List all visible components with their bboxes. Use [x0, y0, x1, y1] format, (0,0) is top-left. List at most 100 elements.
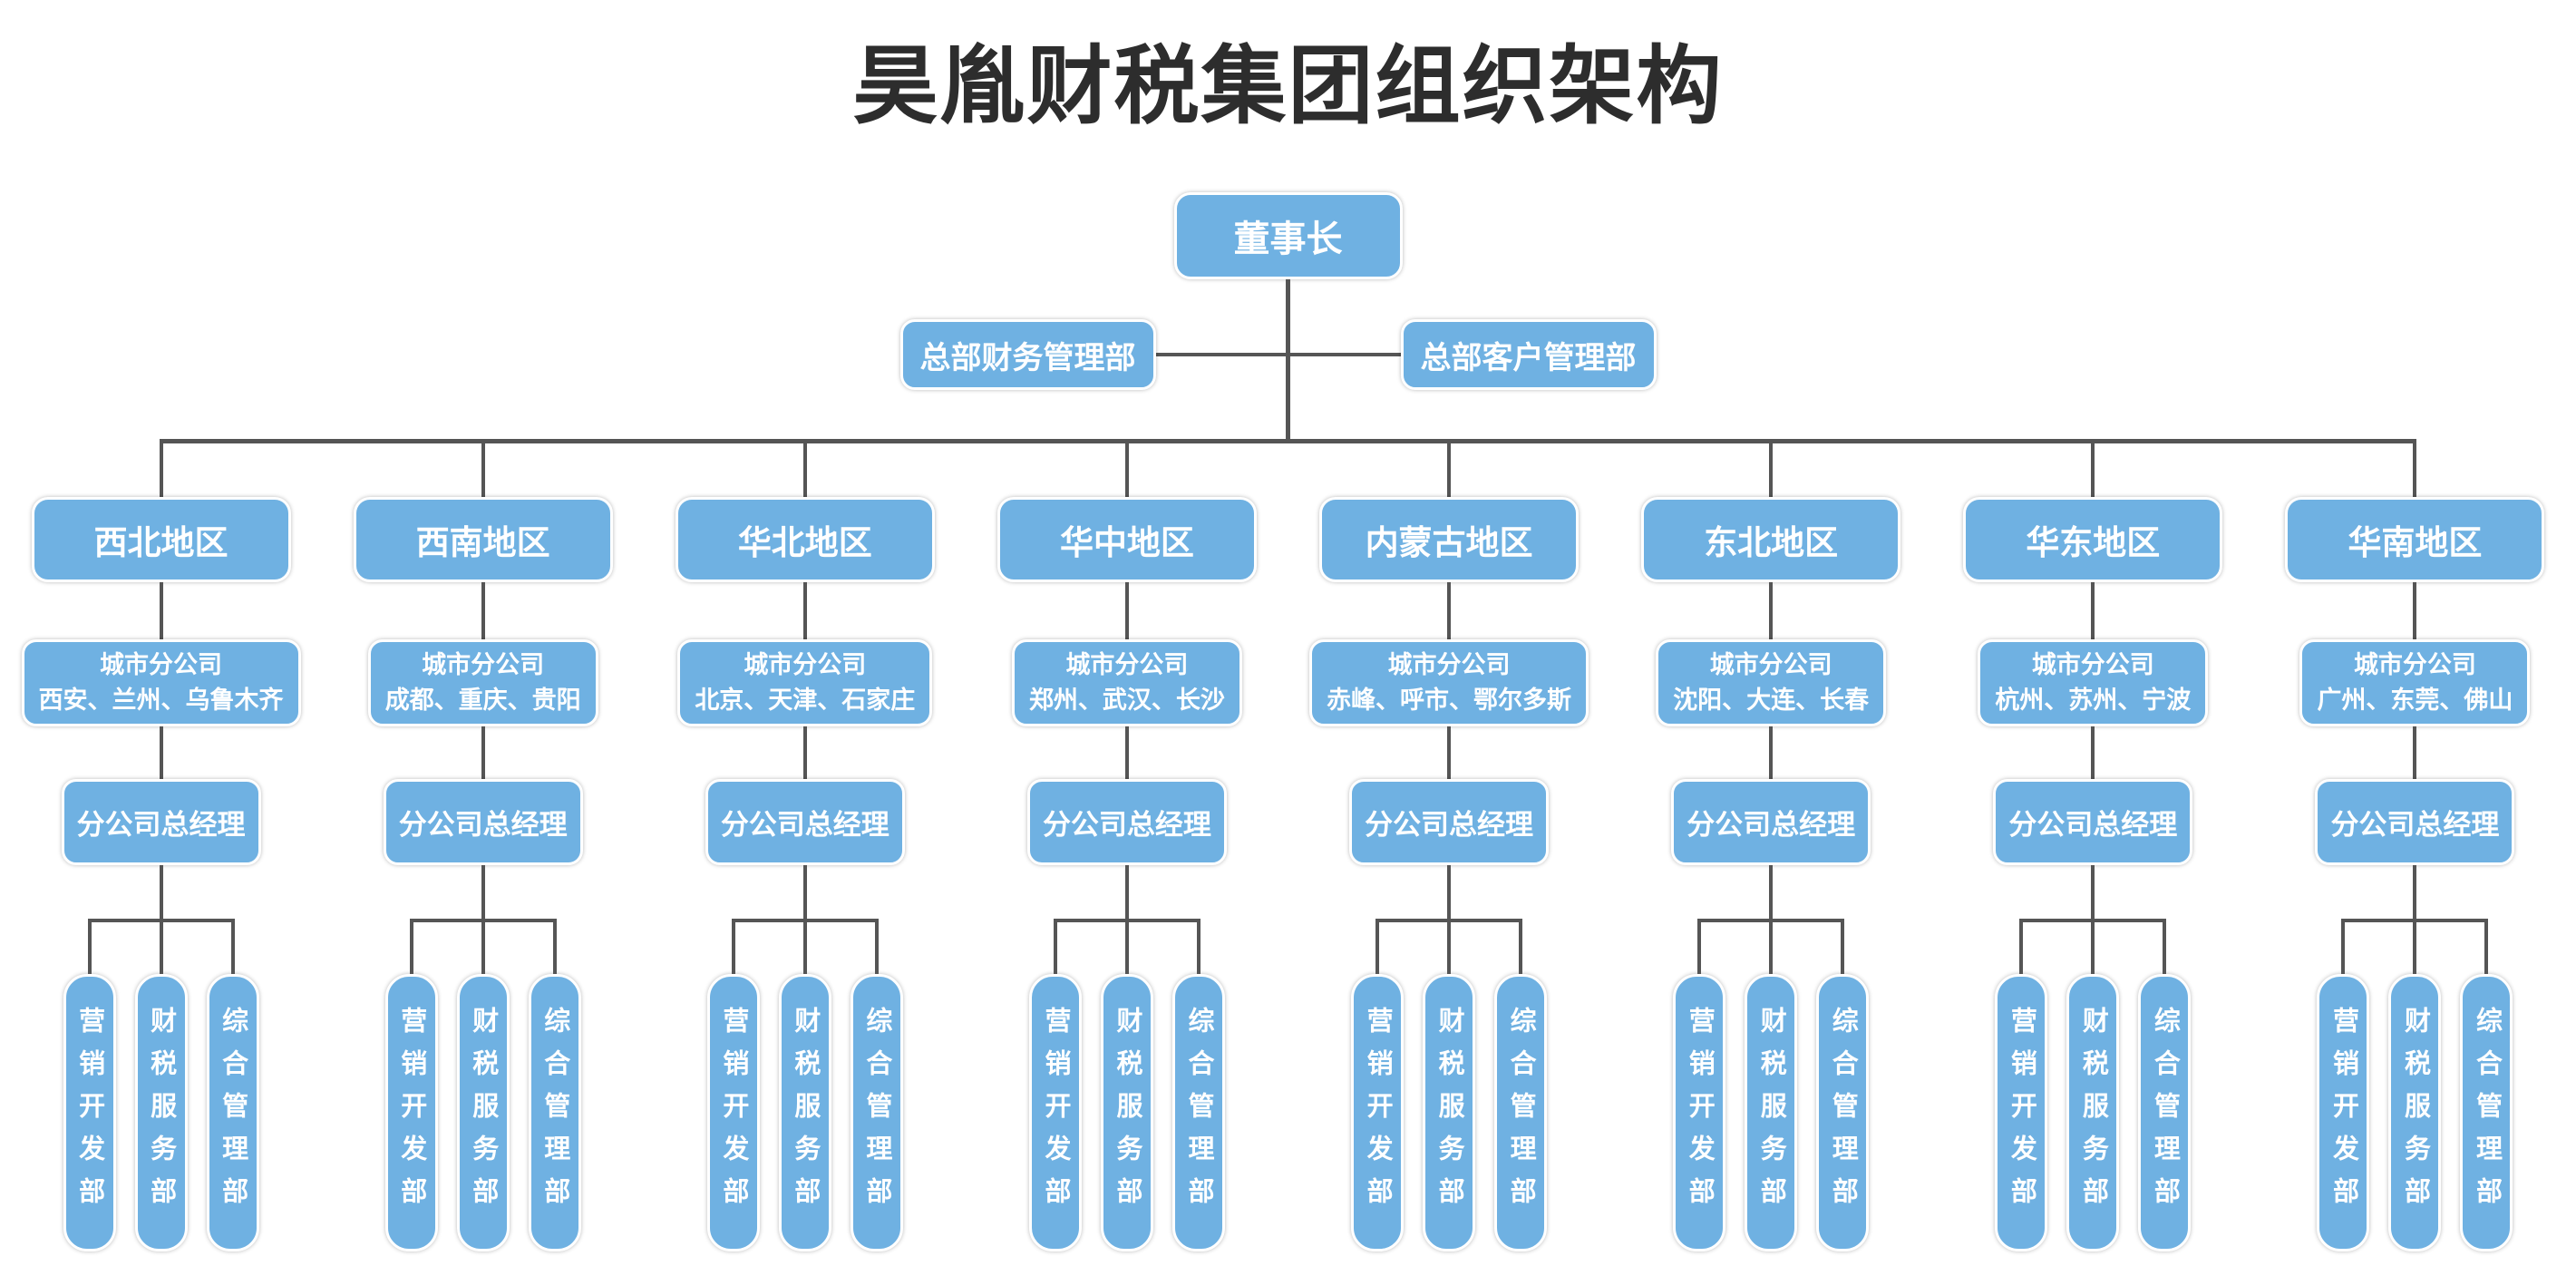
city-branch-cities: 西安、兰州、乌鲁木齐 [38, 687, 284, 714]
connector-line [1196, 919, 1201, 974]
dept-tax-service-box: 财税服务部 [1100, 974, 1153, 1251]
dept-tax-service-label: 财税服务部 [468, 1006, 498, 1220]
connector-line [802, 726, 807, 779]
dept-tax-service-label: 财税服务部 [790, 1006, 820, 1220]
general-manager-label: 分公司总经理 [2008, 809, 2178, 841]
departments-row: 营销开发部 财税服务部 综合管理部 [1995, 974, 2192, 1251]
dept-tax-service-label: 财税服务部 [146, 1006, 176, 1220]
connector-line [2091, 865, 2095, 920]
dept-admin-label: 综合管理部 [2150, 1006, 2180, 1220]
dept-marketing-box: 营销开发部 [63, 974, 116, 1251]
split-connector [1697, 865, 1845, 974]
general-manager-box: 分公司总经理 [1671, 779, 1871, 865]
dept-admin-box: 综合管理部 [1171, 974, 1225, 1251]
general-manager-box: 分公司总经理 [1993, 779, 2193, 865]
region-label: 西北地区 [93, 524, 228, 561]
city-branch-box: 城市分公司 成都、重庆、贵阳 [367, 639, 598, 726]
hq-customer-dept-box: 总部客户管理部 [1400, 319, 1657, 390]
connector-line [802, 865, 807, 920]
dept-tax-service-label: 财税服务部 [1756, 1006, 1786, 1220]
departments-row: 营销开发部 财税服务部 综合管理部 [384, 974, 581, 1251]
region-label: 华北地区 [737, 524, 872, 561]
general-manager-box: 分公司总经理 [1349, 779, 1550, 865]
region-label: 华东地区 [2026, 524, 2161, 561]
city-branch-title: 城市分公司 [2031, 651, 2154, 678]
connector-line [1124, 726, 1129, 779]
connector-line [802, 582, 807, 639]
dept-tax-service-box: 财税服务部 [2388, 974, 2442, 1251]
general-manager-label: 分公司总经理 [76, 809, 246, 841]
city-branch-title: 城市分公司 [100, 651, 223, 678]
city-branch-cities: 沈阳、大连、长春 [1673, 687, 1870, 714]
hq-finance-dept-box: 总部财务管理部 [899, 319, 1156, 390]
connector-line [1697, 919, 1702, 974]
connector-line [481, 582, 485, 639]
dept-tax-service-box: 财税服务部 [1745, 974, 1798, 1251]
dept-marketing-label: 营销开发部 [1685, 1006, 1715, 1220]
dept-tax-service-box: 财税服务部 [2066, 974, 2120, 1251]
connector-line [1447, 439, 1452, 497]
general-manager-label: 分公司总经理 [2330, 809, 2500, 841]
dept-marketing-box: 营销开发部 [706, 974, 760, 1251]
region-label: 内蒙古地区 [1365, 524, 1533, 561]
connector-line [2413, 919, 2417, 974]
region-column: 东北地区 城市分公司 沈阳、大连、长春 分公司总经理 营销开发部 财税服务部 [1610, 439, 1932, 1251]
region-label: 东北地区 [1704, 524, 1839, 561]
region-box: 西北地区 [31, 497, 291, 582]
dept-marketing-label: 营销开发部 [2007, 1006, 2036, 1220]
departments-row: 营销开发部 财税服务部 综合管理部 [706, 974, 903, 1251]
city-branch-cities: 成都、重庆、贵阳 [384, 687, 581, 714]
city-branch-cities: 广州、东莞、佛山 [2317, 687, 2513, 714]
general-manager-box: 分公司总经理 [383, 779, 583, 865]
dept-marketing-box: 营销开发部 [384, 974, 438, 1251]
region-column: 华南地区 城市分公司 广州、东莞、佛山 分公司总经理 营销开发部 财税服务部 [2254, 439, 2576, 1251]
dept-tax-service-box: 财税服务部 [456, 974, 510, 1251]
departments-row: 营销开发部 财税服务部 综合管理部 [2317, 974, 2513, 1251]
region-box: 华南地区 [2285, 497, 2545, 582]
connector-line [2413, 726, 2417, 779]
split-connector [1375, 865, 1523, 974]
dept-tax-service-label: 财税服务部 [1112, 1006, 1142, 1220]
dept-admin-label: 综合管理部 [1183, 1006, 1213, 1220]
connector-line [1124, 919, 1129, 974]
connector-line [1124, 439, 1129, 497]
general-manager-label: 分公司总经理 [1687, 809, 1856, 841]
connector-line [159, 919, 163, 974]
general-manager-box: 分公司总经理 [61, 779, 261, 865]
city-branch-title: 城市分公司 [1709, 651, 1832, 678]
general-manager-box: 分公司总经理 [705, 779, 905, 865]
split-connector [409, 865, 557, 974]
connector-line [1769, 919, 1774, 974]
connector-line [1447, 726, 1452, 779]
dept-marketing-box: 营销开发部 [1673, 974, 1726, 1251]
city-branch-cities: 杭州、苏州、宁波 [1995, 687, 2192, 714]
departments-row: 营销开发部 财税服务部 综合管理部 [63, 974, 259, 1251]
connector-line [2413, 439, 2417, 497]
region-column: 华东地区 城市分公司 杭州、苏州、宁波 分公司总经理 营销开发部 财税服务部 [1932, 439, 2254, 1251]
dept-admin-label: 综合管理部 [218, 1006, 248, 1220]
region-column: 华北地区 城市分公司 北京、天津、石家庄 分公司总经理 营销开发部 财税服务部 [644, 439, 966, 1251]
general-manager-box: 分公司总经理 [1026, 779, 1227, 865]
region-column: 内蒙古地区 城市分公司 赤峰、呼市、鄂尔多斯 分公司总经理 营销开发部 财税服务… [1288, 439, 1610, 1251]
dept-admin-label: 综合管理部 [1828, 1006, 1858, 1220]
connector-line [481, 865, 485, 920]
split-connector [2341, 865, 2489, 974]
regions-section: 西北地区 城市分公司 西安、兰州、乌鲁木齐 分公司总经理 营销开发部 财税服务部 [0, 439, 2576, 1251]
connector-line [1519, 919, 1523, 974]
dept-admin-box: 综合管理部 [206, 974, 259, 1251]
connector-line [159, 439, 163, 497]
connector-line [409, 919, 413, 974]
connector-line [2163, 919, 2167, 974]
split-connector [1053, 865, 1201, 974]
connector-line [1769, 439, 1774, 497]
hq-finance-dept-label: 总部财务管理部 [919, 340, 1136, 375]
connector-line [1375, 919, 1380, 974]
connector-line [230, 919, 235, 974]
city-branch-title: 城市分公司 [744, 651, 867, 678]
connector-line [1769, 582, 1774, 639]
top-section: 董事长 总部财务管理部 总部客户管理部 [0, 192, 2576, 439]
dept-admin-box: 综合管理部 [528, 974, 581, 1251]
dept-marketing-box: 营销开发部 [1995, 974, 2048, 1251]
connector-line [874, 919, 879, 974]
trunk-connector-line [1286, 279, 1290, 439]
